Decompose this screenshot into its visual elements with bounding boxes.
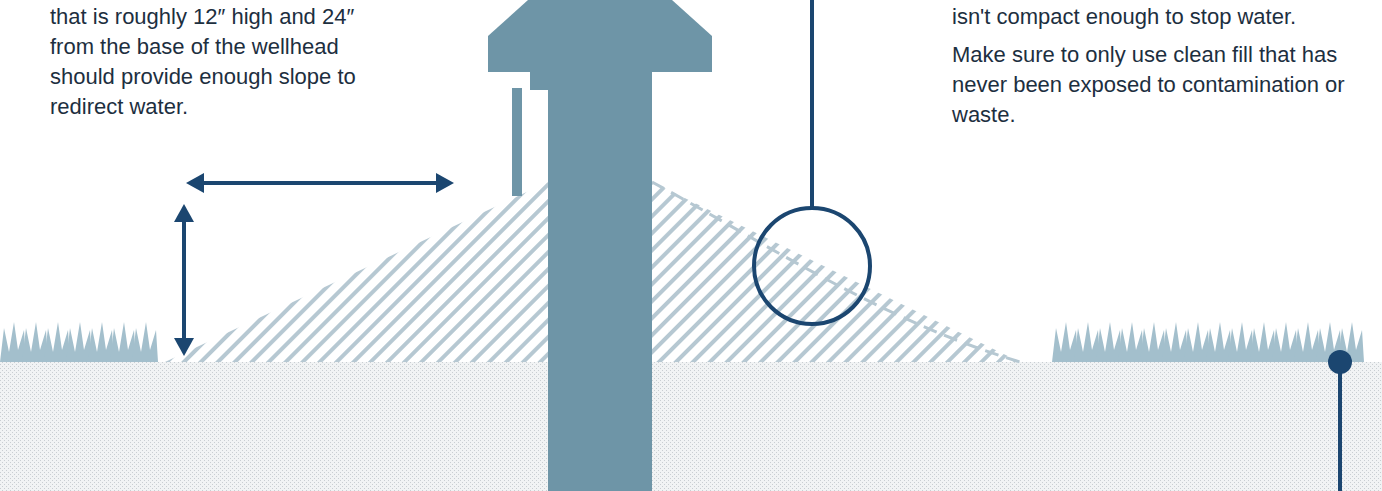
grass-tuft	[110, 322, 136, 362]
grass-tuft	[1052, 322, 1078, 362]
grass-tuft	[1162, 322, 1188, 362]
grass-tuft	[1206, 322, 1232, 362]
well-cap	[488, 0, 712, 72]
grass-tuft	[1096, 322, 1122, 362]
grass-tuft	[132, 322, 158, 362]
dimension-arrows	[174, 173, 454, 356]
grass-tuft	[1184, 322, 1210, 362]
grass-tuft	[44, 322, 70, 362]
grass-tuft	[1118, 322, 1144, 362]
note-text: isn't compact enough to stop water.	[952, 2, 1378, 32]
grass-tuft	[0, 322, 26, 362]
callout	[754, 0, 870, 324]
note-text: Make sure to only use clean fill that ha…	[952, 40, 1352, 130]
grass-tuft	[1074, 322, 1100, 362]
note-text: that is roughly 12″ high and 24″ from th…	[50, 2, 380, 122]
grass	[0, 322, 1364, 362]
grass-tuft	[88, 322, 114, 362]
grass-tuft	[1250, 322, 1276, 362]
mound-outline	[652, 182, 1020, 362]
conduit	[512, 88, 522, 196]
grass-tuft	[1294, 322, 1320, 362]
grass-tuft	[1228, 322, 1254, 362]
marker	[1328, 350, 1352, 491]
grass-tuft	[66, 322, 92, 362]
grass-tuft	[1272, 322, 1298, 362]
ground	[0, 362, 1382, 491]
well-casing	[548, 40, 652, 491]
grass-tuft	[1140, 322, 1166, 362]
grass-tuft	[22, 322, 48, 362]
